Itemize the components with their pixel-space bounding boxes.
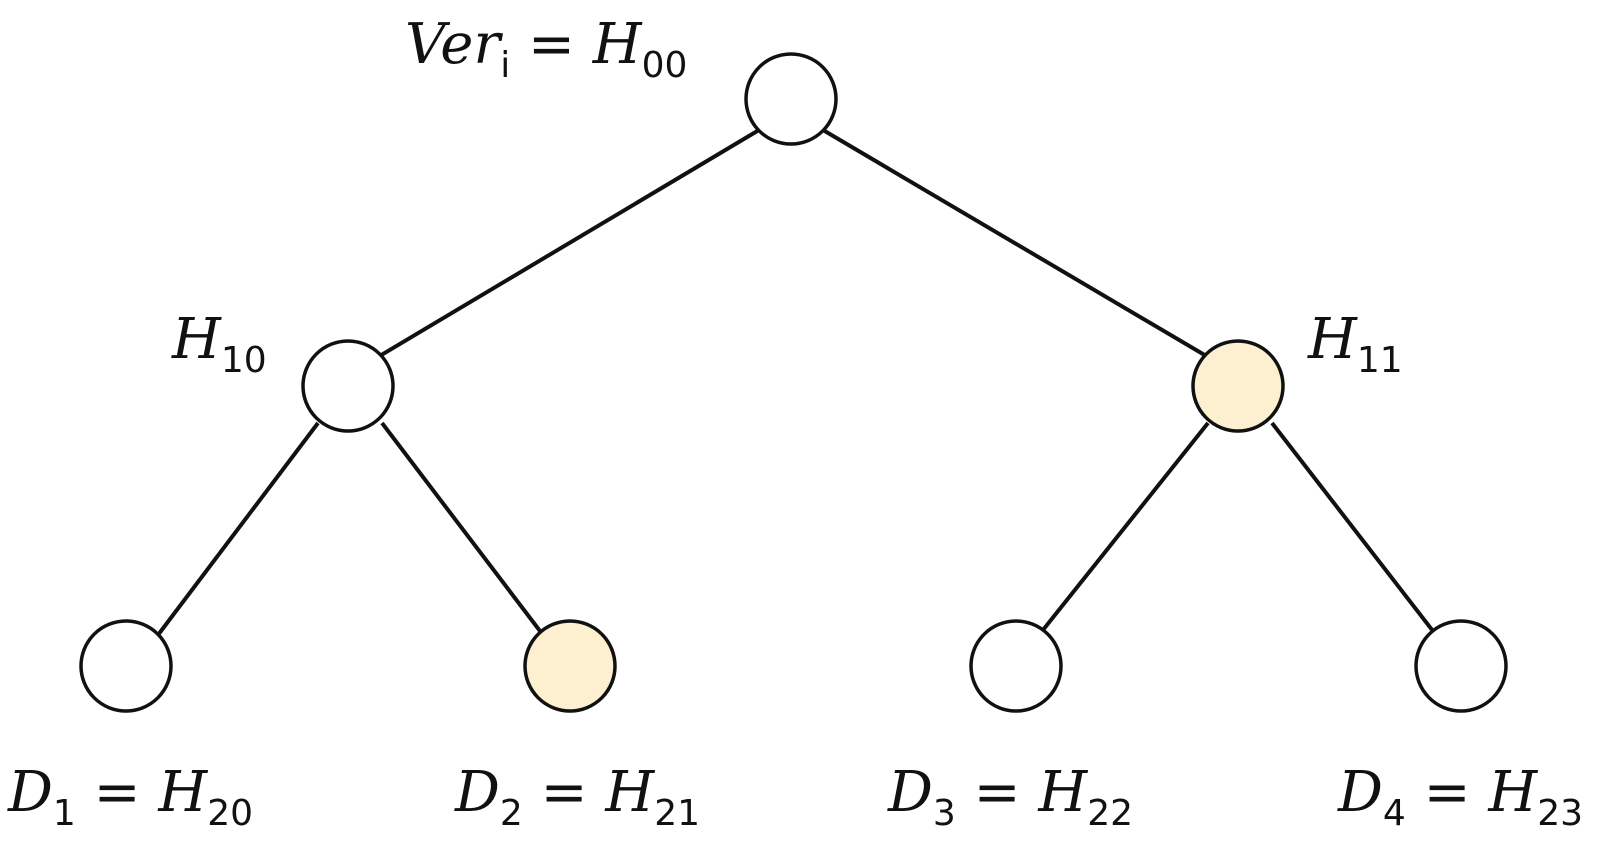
label-h21-prefix-sub: 2: [500, 793, 523, 834]
label-h20-prefix: D: [7, 760, 53, 825]
label-h21-sub: 21: [654, 793, 700, 834]
label-h21-main: H: [604, 760, 655, 825]
label-h20-prefix-sub: 1: [53, 793, 76, 834]
label-h00-equals: =: [510, 12, 593, 77]
label-h00-main: H: [592, 12, 643, 77]
node-h22: [969, 619, 1063, 713]
node-h20: [79, 619, 173, 713]
label-h00-sub: 00: [642, 45, 688, 86]
label-h22-prefix-sub: 3: [933, 793, 956, 834]
label-h22-sub: 22: [1087, 793, 1133, 834]
edge-h10-h20: [156, 421, 320, 637]
label-h10-sub: 10: [221, 340, 267, 381]
label-h23-equals: =: [1406, 760, 1489, 825]
label-h21-prefix: D: [454, 760, 500, 825]
label-h11-sub: 11: [1357, 340, 1403, 381]
label-h23-prefix: D: [1337, 760, 1383, 825]
label-h22-equals: =: [956, 760, 1039, 825]
label-h10-main: H: [171, 307, 222, 372]
label-h11-main: H: [1307, 307, 1358, 372]
label-h00-prefix-sub: i: [500, 45, 510, 86]
label-h11: H11: [1307, 307, 1403, 381]
label-h22-main: H: [1037, 760, 1088, 825]
label-h22-prefix: D: [887, 760, 933, 825]
edge-h11-h23: [1270, 421, 1438, 637]
label-h20-sub: 20: [207, 793, 253, 834]
label-h00-prefix: Ver: [405, 12, 503, 77]
label-h10: H10: [171, 307, 267, 381]
label-h20-equals: =: [76, 760, 159, 825]
edge-h00-h11: [821, 128, 1210, 359]
label-h22: D3 = H22: [887, 760, 1133, 834]
tree-labels: Veri = H00 H10 H11 D1 = H20 D2 = H21 D3 …: [7, 12, 1583, 834]
node-h00: [744, 52, 838, 146]
edge-h00-h10: [376, 128, 761, 359]
node-h23: [1414, 619, 1508, 713]
label-h21: D2 = H21: [454, 760, 700, 834]
label-h23-prefix-sub: 4: [1383, 793, 1406, 834]
label-h23-sub: 23: [1537, 793, 1583, 834]
label-h20: D1 = H20: [7, 760, 253, 834]
node-h21: [523, 619, 617, 713]
node-h10: [301, 339, 395, 433]
edge-h11-h22: [1037, 421, 1210, 637]
edge-h10-h21: [380, 421, 545, 637]
node-h11: [1191, 339, 1285, 433]
label-h21-equals: =: [523, 760, 606, 825]
label-h23-main: H: [1487, 760, 1538, 825]
label-h23: D4 = H23: [1337, 760, 1583, 834]
label-h00: Veri = H00: [405, 12, 687, 86]
tree-nodes: [79, 52, 1508, 713]
label-h20-main: H: [157, 760, 208, 825]
tree-edges: [156, 128, 1438, 637]
